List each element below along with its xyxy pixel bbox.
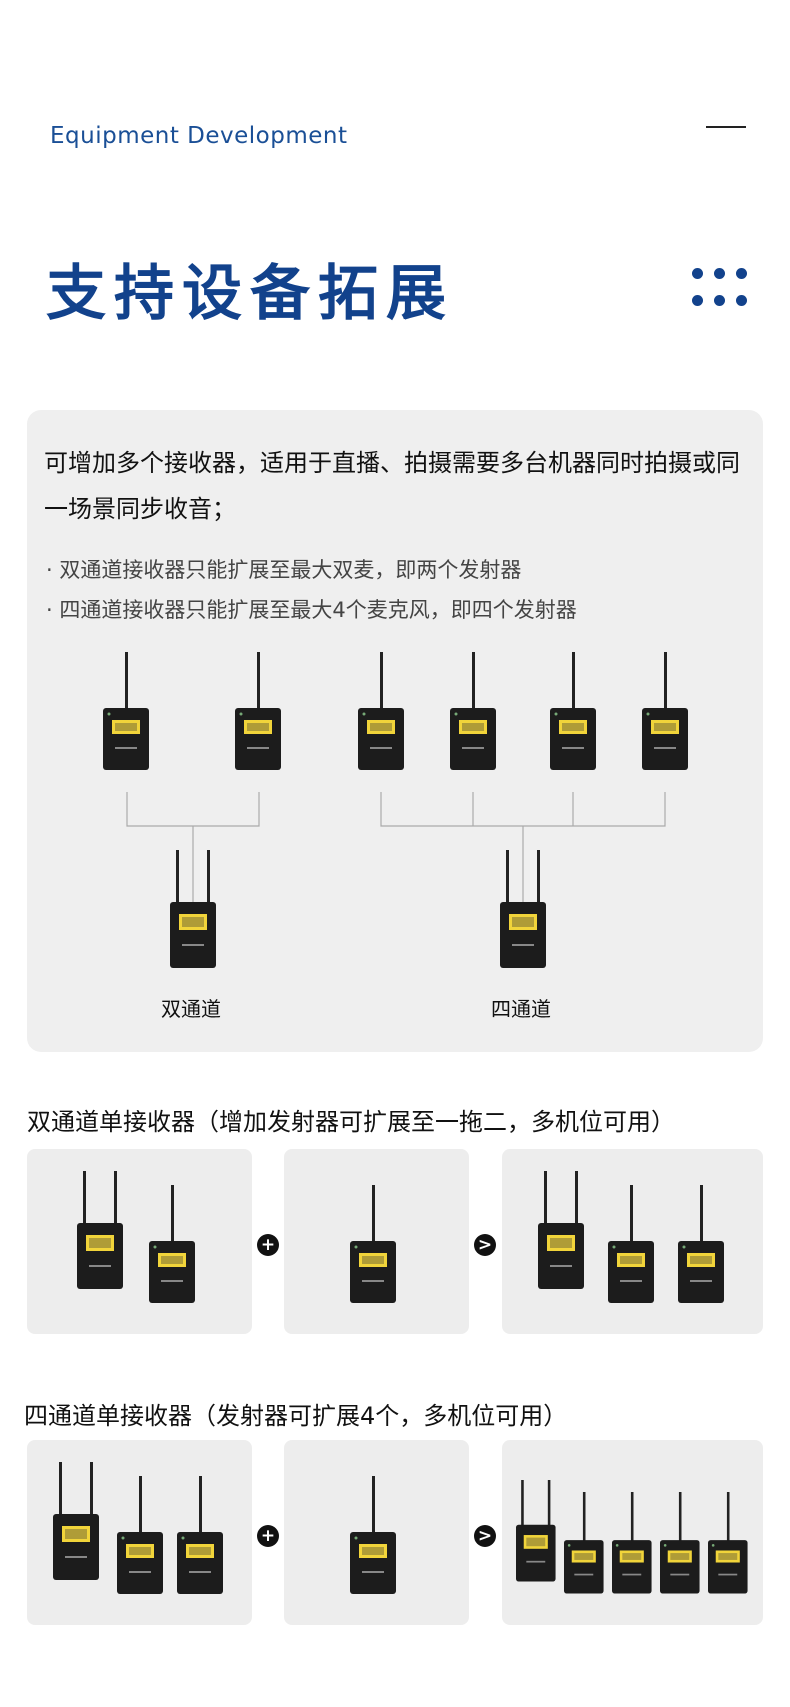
dual-addon-box — [284, 1149, 469, 1334]
intro-lead: 可增加多个接收器，适用于直播、拍摄需要多台机器同时拍摄或同一场景同步收音； — [44, 449, 740, 523]
dual-section-heading: 双通道单接收器（增加发射器可扩展至一拖二，多机位可用） — [27, 1108, 675, 1136]
quad-transmitter-2 — [450, 652, 496, 770]
connection-diagram — [103, 652, 688, 968]
plus-icon: + — [257, 1234, 279, 1256]
plus-icon: + — [257, 1525, 279, 1547]
quad-kit-box — [27, 1440, 252, 1625]
quad-addon-box — [284, 1440, 469, 1625]
addon-transmitter — [350, 1185, 396, 1303]
bullet-dual: 双通道接收器只能扩展至最大双麦，即两个发射器 — [46, 550, 577, 590]
bullet-quad: 四通道接收器只能扩展至最大4个麦克风，即四个发射器 — [46, 590, 576, 630]
kit-transmitter — [149, 1185, 195, 1303]
eyebrow-text: Equipment Development — [50, 123, 348, 149]
arrow-right-icon: > — [474, 1234, 496, 1256]
quad-transmitter-4 — [642, 652, 688, 770]
arrow-right-icon: > — [474, 1525, 496, 1547]
dual-kit-box — [27, 1149, 252, 1334]
dual-transmitter-2 — [235, 652, 281, 770]
intro-bullets: 双通道接收器只能扩展至最大双麦，即两个发射器 四通道接收器只能扩展至最大4个麦克… — [46, 550, 577, 630]
dual-result-box — [502, 1149, 763, 1334]
dual-channel-label: 双通道 — [161, 997, 221, 1021]
page-title: 支持设备拓展 — [46, 259, 454, 329]
kit-receiver — [77, 1171, 123, 1289]
quad-result-box — [502, 1440, 763, 1625]
quad-section-heading: 四通道单接收器（发射器可扩展4个，多机位可用） — [24, 1402, 568, 1430]
dots-icon — [692, 268, 748, 306]
dual-transmitter-1 — [103, 652, 149, 770]
header-dash — [706, 126, 746, 128]
quad-transmitter-1 — [358, 652, 404, 770]
quad-transmitter-3 — [550, 652, 596, 770]
quad-channel-label: 四通道 — [491, 997, 551, 1021]
